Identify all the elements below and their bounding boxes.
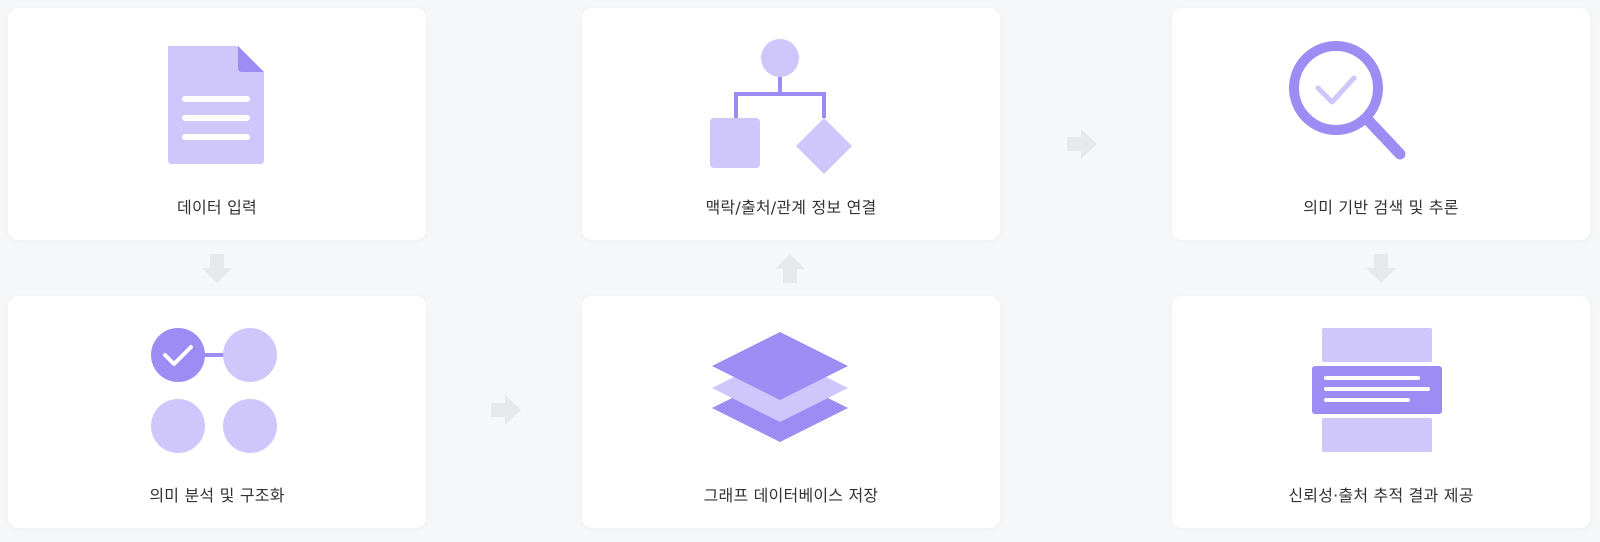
- document-icon: [168, 46, 264, 164]
- arrow-right-icon: [491, 395, 521, 425]
- step-card-data-input: 데이터 입력: [8, 8, 426, 240]
- layers-icon: [712, 332, 848, 442]
- step-label: 의미 분석 및 구조화: [149, 486, 285, 505]
- step-label: 맥락/출처/관계 정보 연결: [705, 198, 877, 217]
- step-card-context-link: 맥락/출처/관계 정보 연결: [582, 8, 1000, 240]
- arrow-up-icon: [775, 254, 805, 283]
- step-card-graph-db: 그래프 데이터베이스 저장: [582, 296, 1000, 528]
- result-panel-icon: [1312, 328, 1442, 452]
- step-label: 의미 기반 검색 및 추론: [1303, 198, 1459, 217]
- step-card-result: 신뢰성·출처 추적 결과 제공: [1172, 296, 1590, 528]
- arrow-down-icon: [1366, 254, 1396, 283]
- step-label: 데이터 입력: [177, 198, 257, 217]
- flowchart-icon: [710, 39, 852, 174]
- step-label: 신뢰성·출처 추적 결과 제공: [1288, 486, 1474, 505]
- step-card-semantic-search: 의미 기반 검색 및 추론: [1172, 8, 1590, 240]
- arrow-right-icon: [1067, 129, 1097, 159]
- search-check-icon: [1289, 41, 1406, 160]
- step-label: 그래프 데이터베이스 저장: [703, 486, 879, 505]
- arrow-down-icon: [202, 254, 232, 283]
- nodes-check-icon: [151, 328, 277, 453]
- step-card-semantic-analysis: 의미 분석 및 구조화: [8, 296, 426, 528]
